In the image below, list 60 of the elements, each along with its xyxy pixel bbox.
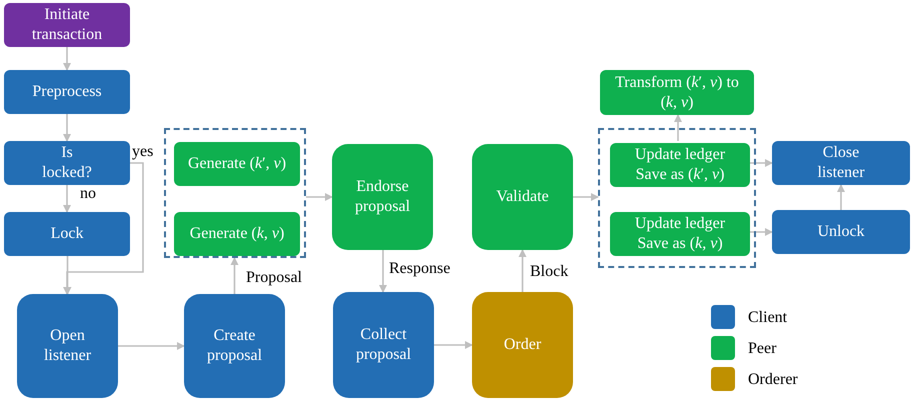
arrow xyxy=(748,228,773,236)
arrow xyxy=(434,341,473,349)
arrow xyxy=(674,114,682,141)
process-box xyxy=(610,143,750,187)
process-box xyxy=(17,294,118,398)
dashed-group-box xyxy=(164,128,306,258)
arrow xyxy=(63,162,144,295)
node-label: Lock xyxy=(50,224,84,244)
arrow xyxy=(379,250,387,293)
arrow xyxy=(573,193,599,201)
arrow xyxy=(748,159,773,167)
process-box xyxy=(4,212,130,256)
process-box xyxy=(4,3,130,47)
arrow xyxy=(63,114,71,142)
arrow xyxy=(63,185,71,213)
process-box xyxy=(333,292,434,398)
node-label: Create proposal xyxy=(206,326,264,366)
process-box xyxy=(772,210,910,254)
process-box xyxy=(472,292,573,398)
process-box xyxy=(174,212,300,256)
edge-label: Response xyxy=(389,261,450,277)
arrow xyxy=(64,256,72,295)
arrow xyxy=(63,47,71,71)
legend-label: Client xyxy=(748,310,788,326)
process-box xyxy=(184,294,285,398)
node-label: Update ledger Save as (k, v) xyxy=(634,214,726,254)
arrow xyxy=(518,249,526,292)
process-box xyxy=(610,212,750,256)
edge-label: Block xyxy=(530,264,568,280)
process-box xyxy=(4,70,130,114)
legend-label: Peer xyxy=(748,341,776,357)
node-label: Collect proposal xyxy=(354,325,412,365)
process-box xyxy=(600,70,754,115)
process-box xyxy=(4,141,130,185)
node-label: Validate xyxy=(496,187,549,207)
arrow xyxy=(837,184,845,210)
process-box xyxy=(772,141,910,185)
node-label: Transform (k′, v) to (k, v) xyxy=(614,72,740,112)
arrow xyxy=(306,193,333,201)
edge-label: no xyxy=(80,186,96,202)
node-label: Is locked? xyxy=(41,143,93,183)
process-box xyxy=(472,144,573,250)
process-box xyxy=(332,144,433,250)
arrow xyxy=(230,257,238,294)
node-label: Endorse proposal xyxy=(354,177,412,217)
process-box xyxy=(174,142,300,186)
node-label: Preprocess xyxy=(32,82,102,102)
edge-label: Proposal xyxy=(246,270,302,286)
arrow xyxy=(118,342,185,350)
node-label: Open listener xyxy=(42,326,92,366)
node-label: Generate (k, v) xyxy=(190,224,284,244)
node-label: Order xyxy=(504,335,542,355)
node-label: Update ledger Save as (k′, v) xyxy=(634,145,726,185)
node-label: Initiate transaction xyxy=(30,5,104,45)
node-label: Unlock xyxy=(817,222,865,242)
dashed-group-box xyxy=(598,128,756,268)
node-label: Generate (k′, v) xyxy=(188,154,286,174)
edge-label: yes xyxy=(132,144,154,160)
legend-label: Orderer xyxy=(748,372,798,388)
node-label: Close listener xyxy=(816,143,866,183)
